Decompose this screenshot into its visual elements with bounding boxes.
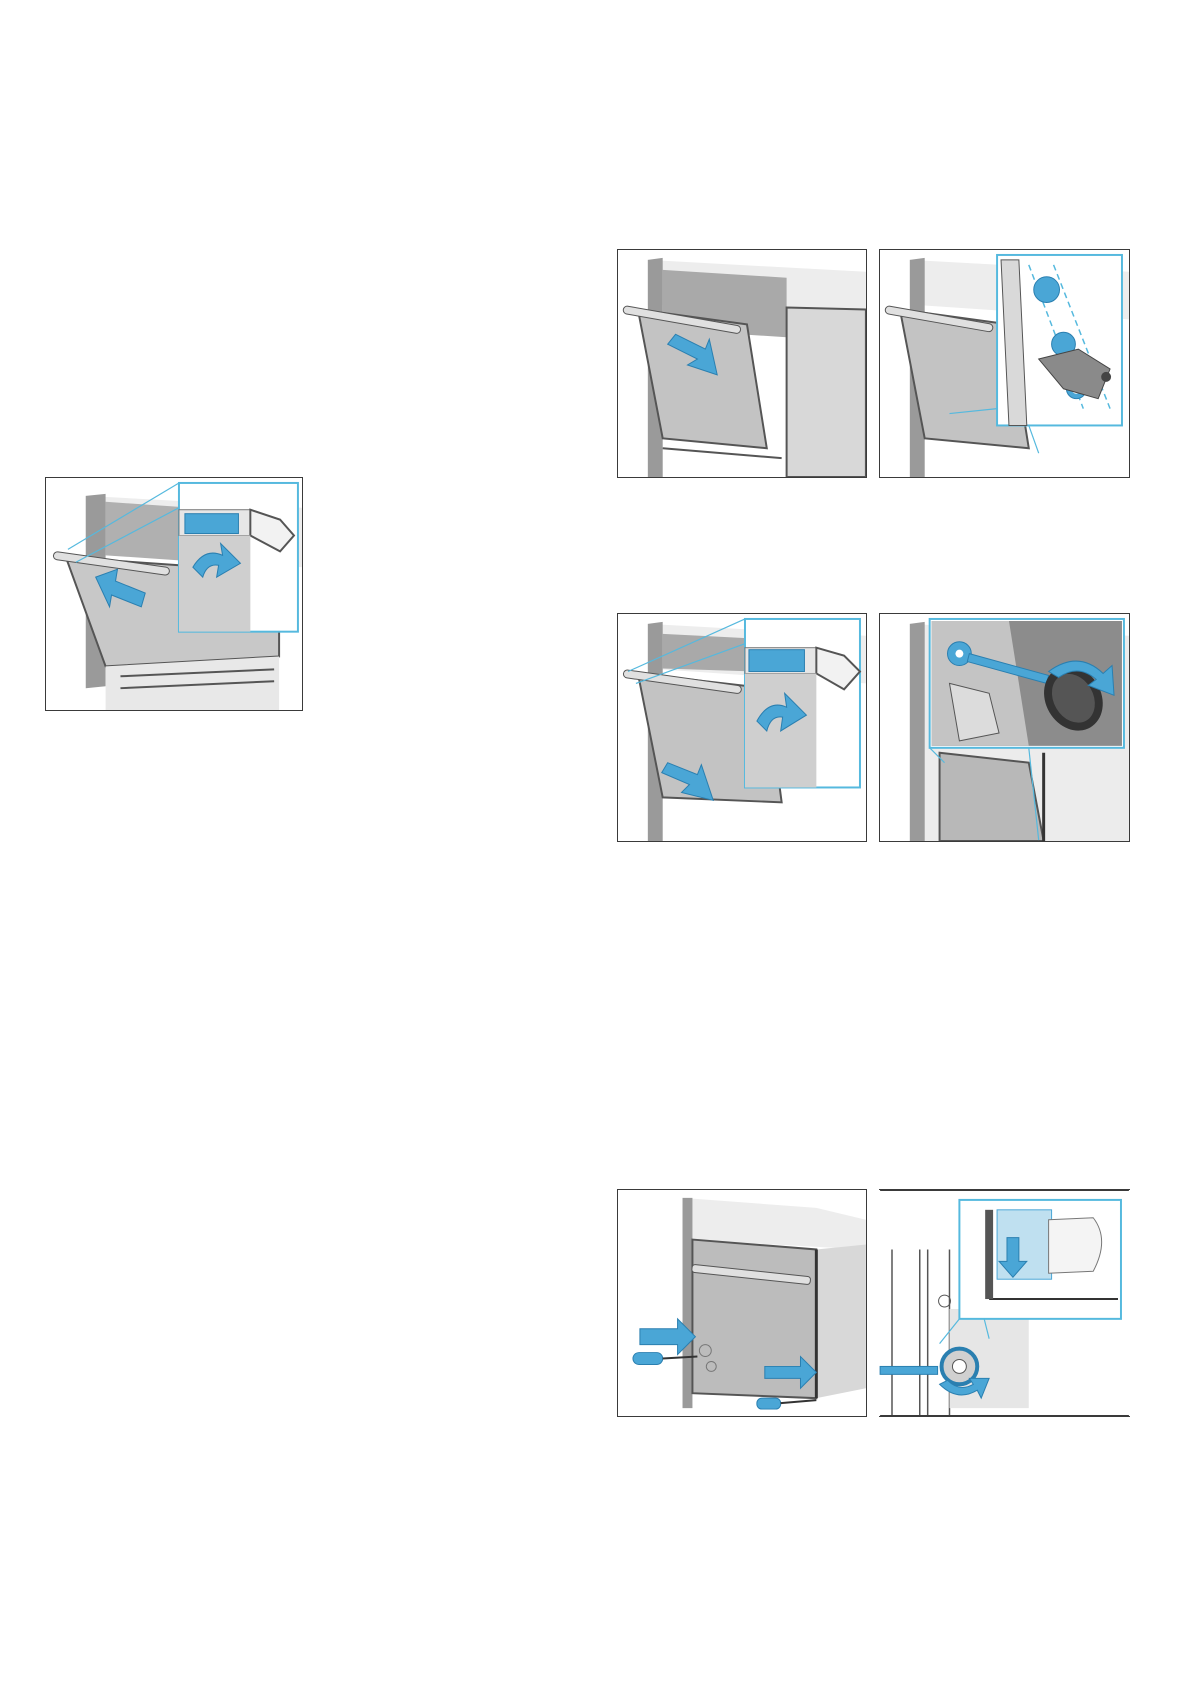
oven-door-svg [618, 614, 866, 841]
oven-hinge-svg [880, 614, 1129, 841]
door-button [749, 650, 805, 672]
screwdriver-icon [880, 1366, 937, 1374]
oven-door-svg [46, 478, 302, 710]
oven-door-svg [618, 250, 866, 477]
door-button [185, 514, 239, 534]
oven-hinge-svg [880, 250, 1129, 477]
illustration-hinge-detail [879, 249, 1130, 478]
illustration-hinge-cover-rotate [879, 613, 1130, 842]
oven-frame-svg [618, 1190, 866, 1416]
illustration-door-pull-down [617, 249, 867, 478]
illustration-door-button-push [617, 613, 867, 842]
illustration-screwdriver-detail [879, 1189, 1130, 1417]
illustration-door-handle-lift [45, 477, 303, 711]
illustration-screwdriver-frame [617, 1189, 867, 1417]
oven-frame-svg [879, 1190, 1130, 1416]
